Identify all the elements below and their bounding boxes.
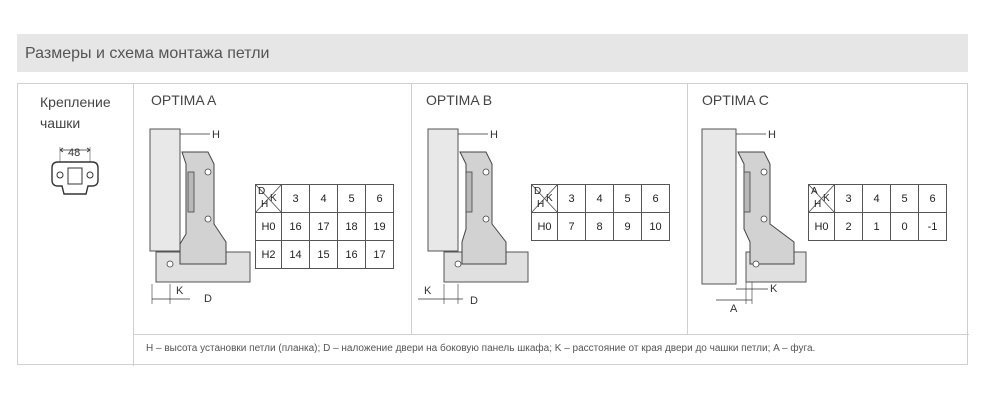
table-header-cell: 3 bbox=[281, 184, 310, 213]
table-row-label: H0 bbox=[531, 212, 558, 241]
mount-label-line1: Крепление bbox=[40, 94, 111, 110]
legend-footnote: H – высота установки петли (планка); D –… bbox=[146, 343, 816, 354]
table-cell: -1 bbox=[918, 212, 947, 241]
table-cell: 2 bbox=[834, 212, 863, 241]
table-header-cell: 4 bbox=[309, 184, 338, 213]
optima-a-corner-cell: D K H bbox=[255, 184, 282, 213]
table-cell: 15 bbox=[309, 240, 338, 269]
table-cell: 8 bbox=[585, 212, 614, 241]
table-cell: 14 bbox=[281, 240, 310, 269]
section-title: Размеры и схема монтажа петли bbox=[25, 45, 270, 62]
optima-b-h-label: H bbox=[490, 129, 498, 141]
table-cell: 16 bbox=[281, 212, 310, 241]
table-cell: 16 bbox=[337, 240, 366, 269]
optima-b-corner-bottom: H bbox=[537, 199, 545, 210]
optima-b-corner-right: K bbox=[546, 193, 553, 204]
optima-c-corner-cell: A K H bbox=[808, 184, 835, 213]
optima-b-corner-cell: D K H bbox=[531, 184, 558, 213]
optima-c-corner-right: K bbox=[823, 193, 830, 204]
table-cell: 17 bbox=[309, 212, 338, 241]
table-cell: 7 bbox=[557, 212, 586, 241]
table-cell: 9 bbox=[613, 212, 642, 241]
optima-b-drawing: H K D bbox=[418, 128, 529, 307]
optima-a-corner-bottom: H bbox=[261, 199, 269, 210]
optima-a-h-label: H bbox=[212, 129, 220, 141]
optima-c-title: OPTIMA C bbox=[702, 92, 769, 108]
optima-c-a-label: A bbox=[730, 303, 738, 314]
optima-a-corner-right: K bbox=[270, 193, 277, 204]
table-header-cell: 6 bbox=[365, 184, 394, 213]
table-header-cell: 4 bbox=[585, 184, 614, 213]
optima-b-corner-top: D bbox=[534, 186, 542, 197]
table-header-cell: 3 bbox=[557, 184, 586, 213]
optima-a-title: OPTIMA A bbox=[151, 92, 217, 108]
divider-footnote bbox=[133, 334, 969, 335]
optima-c-corner-top: A bbox=[811, 186, 818, 197]
table-header-cell: 6 bbox=[918, 184, 947, 213]
divider-a-b bbox=[411, 84, 412, 334]
optima-a-corner-top: D bbox=[258, 186, 266, 197]
optima-c-corner-bottom: H bbox=[814, 199, 822, 210]
optima-b-d-label: D bbox=[470, 295, 478, 307]
table-cell: 18 bbox=[337, 212, 366, 241]
optima-c-k-label: K bbox=[770, 283, 778, 295]
table-header-cell: 5 bbox=[613, 184, 642, 213]
table-cell: 17 bbox=[365, 240, 394, 269]
table-row-label: H2 bbox=[255, 240, 282, 269]
optima-b-k-label: K bbox=[424, 285, 432, 297]
mount-label: Крепление чашки bbox=[40, 92, 111, 134]
divider-b-c bbox=[687, 84, 688, 334]
optima-a-d-label: D bbox=[204, 293, 212, 305]
table-header-cell: 5 bbox=[890, 184, 919, 213]
table-row-label: H0 bbox=[255, 212, 282, 241]
table-cell: 10 bbox=[641, 212, 670, 241]
table-header-cell: 3 bbox=[834, 184, 863, 213]
table-cell: 1 bbox=[862, 212, 891, 241]
optima-a-drawing: H K D bbox=[149, 128, 251, 305]
hinge-spec-panel: Крепление чашки 48 OPTIMA A H K D bbox=[17, 83, 969, 366]
optima-b-title: OPTIMA B bbox=[426, 92, 493, 108]
mount-dimension: 48 bbox=[68, 147, 80, 159]
optima-c-drawing: H K A bbox=[701, 128, 807, 314]
optima-b-table: D K H 3 4 5 6 H0 7 8 9 10 bbox=[531, 184, 670, 241]
table-cell: 19 bbox=[365, 212, 394, 241]
table-row-label: H0 bbox=[808, 212, 835, 241]
table-header-cell: 6 bbox=[641, 184, 670, 213]
cup-mount-icon: 48 bbox=[51, 147, 99, 195]
table-cell: 0 bbox=[890, 212, 919, 241]
table-header-cell: 5 bbox=[337, 184, 366, 213]
table-header-cell: 4 bbox=[862, 184, 891, 213]
optima-c-h-label: H bbox=[768, 129, 776, 141]
mount-label-line2: чашки bbox=[40, 115, 81, 131]
optima-c-table: A K H 3 4 5 6 H0 2 1 0 -1 bbox=[808, 184, 947, 241]
optima-a-table: D K H 3 4 5 6 H0 16 17 18 19 H2 14 15 16… bbox=[255, 184, 394, 269]
optima-a-k-label: K bbox=[176, 285, 184, 297]
section-header: Размеры и схема монтажа петли bbox=[17, 34, 968, 72]
divider-mount bbox=[133, 84, 134, 366]
